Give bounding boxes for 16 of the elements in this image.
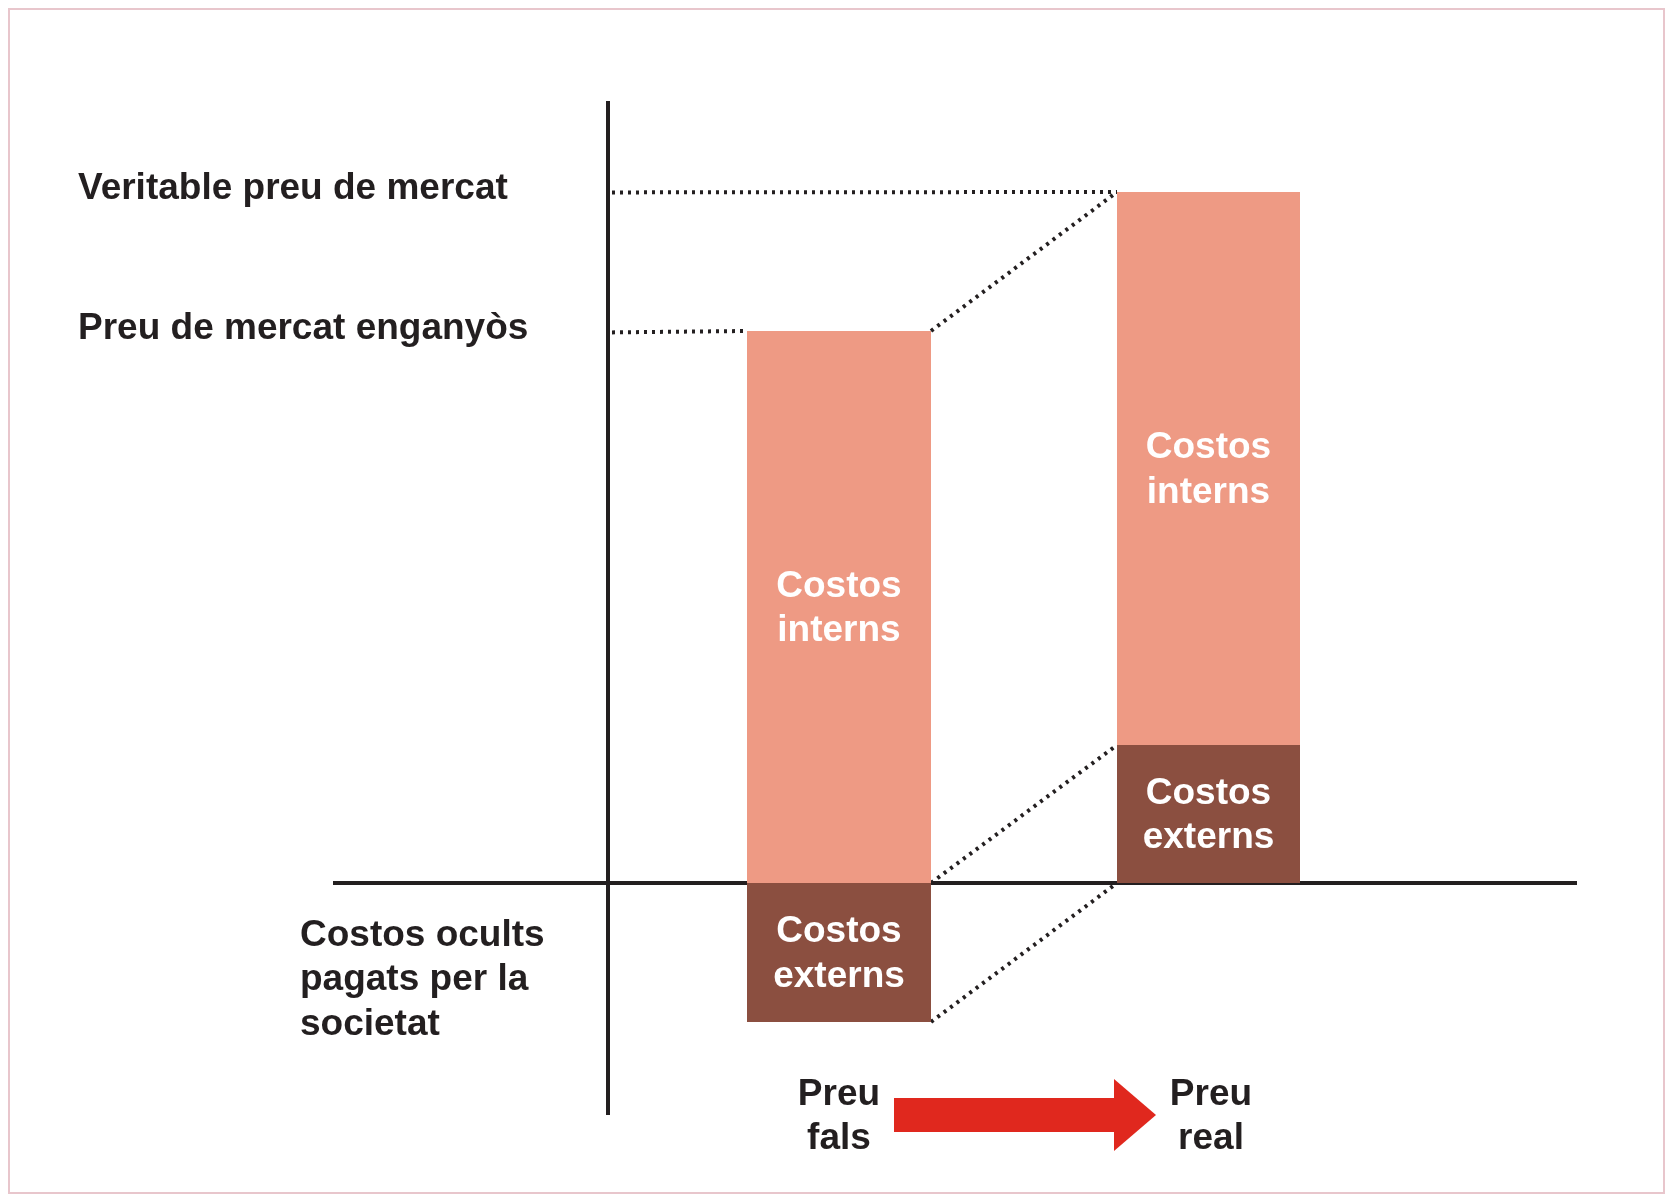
dotted-guide-line (612, 190, 1117, 195)
price-caption: Preu real (1168, 1070, 1254, 1159)
segment-label: Costos interns (775, 562, 903, 651)
price-caption: Preu fals (796, 1070, 882, 1159)
axis-label: Preu de mercat enganyòs (78, 304, 529, 349)
segment-label: Costos externs (1141, 769, 1276, 858)
axis-label: Veritable preu de mercat (78, 164, 508, 209)
cost-bar-segment (747, 331, 931, 883)
cost-bar-segment (1117, 745, 1300, 883)
axis-label: Costos ocults pagats per la societat (300, 912, 546, 1045)
segment-label: Costos interns (1144, 424, 1273, 513)
segment-label: Costos externs (772, 908, 906, 997)
arrow (894, 1079, 1156, 1151)
cost-bar-segment (1117, 192, 1300, 745)
dotted-guide-line (929, 190, 1119, 333)
cost-bar-segment (747, 883, 931, 1022)
